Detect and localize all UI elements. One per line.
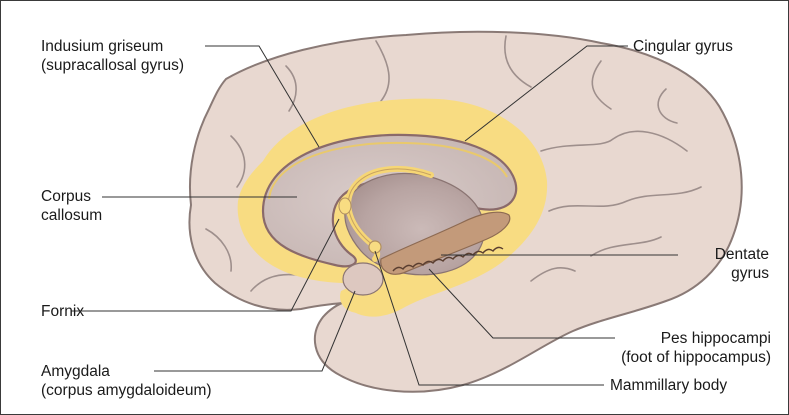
label-mammillary-body: Mammillary body bbox=[610, 376, 727, 395]
label-amygdala: Amygdala (corpus amygdaloideum) bbox=[41, 362, 212, 400]
label-pes-hippocampi: Pes hippocampi (foot of hippocampus) bbox=[599, 329, 771, 367]
label-amygdala-line1: Amygdala bbox=[41, 362, 212, 381]
label-pes-line2: (foot of hippocampus) bbox=[599, 348, 771, 367]
label-dentate-gyrus: Dentate gyrus bbox=[683, 245, 769, 283]
label-cingular-gyrus: Cingular gyrus bbox=[633, 37, 733, 56]
label-amygdala-line2: (corpus amygdaloideum) bbox=[41, 381, 212, 400]
label-callosum-line1: Corpus bbox=[41, 187, 102, 206]
label-mammillary-line1: Mammillary body bbox=[610, 376, 727, 395]
label-fornix-line1: Fornix bbox=[41, 302, 84, 321]
label-pes-line1: Pes hippocampi bbox=[599, 329, 771, 348]
anterior-commissure bbox=[339, 198, 351, 214]
label-fornix: Fornix bbox=[41, 302, 84, 321]
label-callosum-line2: callosum bbox=[41, 206, 102, 225]
label-dentate-line2: gyrus bbox=[683, 264, 769, 283]
label-indusium-line1: Indusium griseum bbox=[41, 37, 184, 56]
label-corpus-callosum: Corpus callosum bbox=[41, 187, 102, 225]
label-indusium-griseum: Indusium griseum (supracallosal gyrus) bbox=[41, 37, 184, 75]
amygdala-shape bbox=[343, 263, 383, 295]
label-indusium-line2: (supracallosal gyrus) bbox=[41, 56, 184, 75]
label-cingular-line1: Cingular gyrus bbox=[633, 37, 733, 56]
label-dentate-line1: Dentate bbox=[683, 245, 769, 264]
